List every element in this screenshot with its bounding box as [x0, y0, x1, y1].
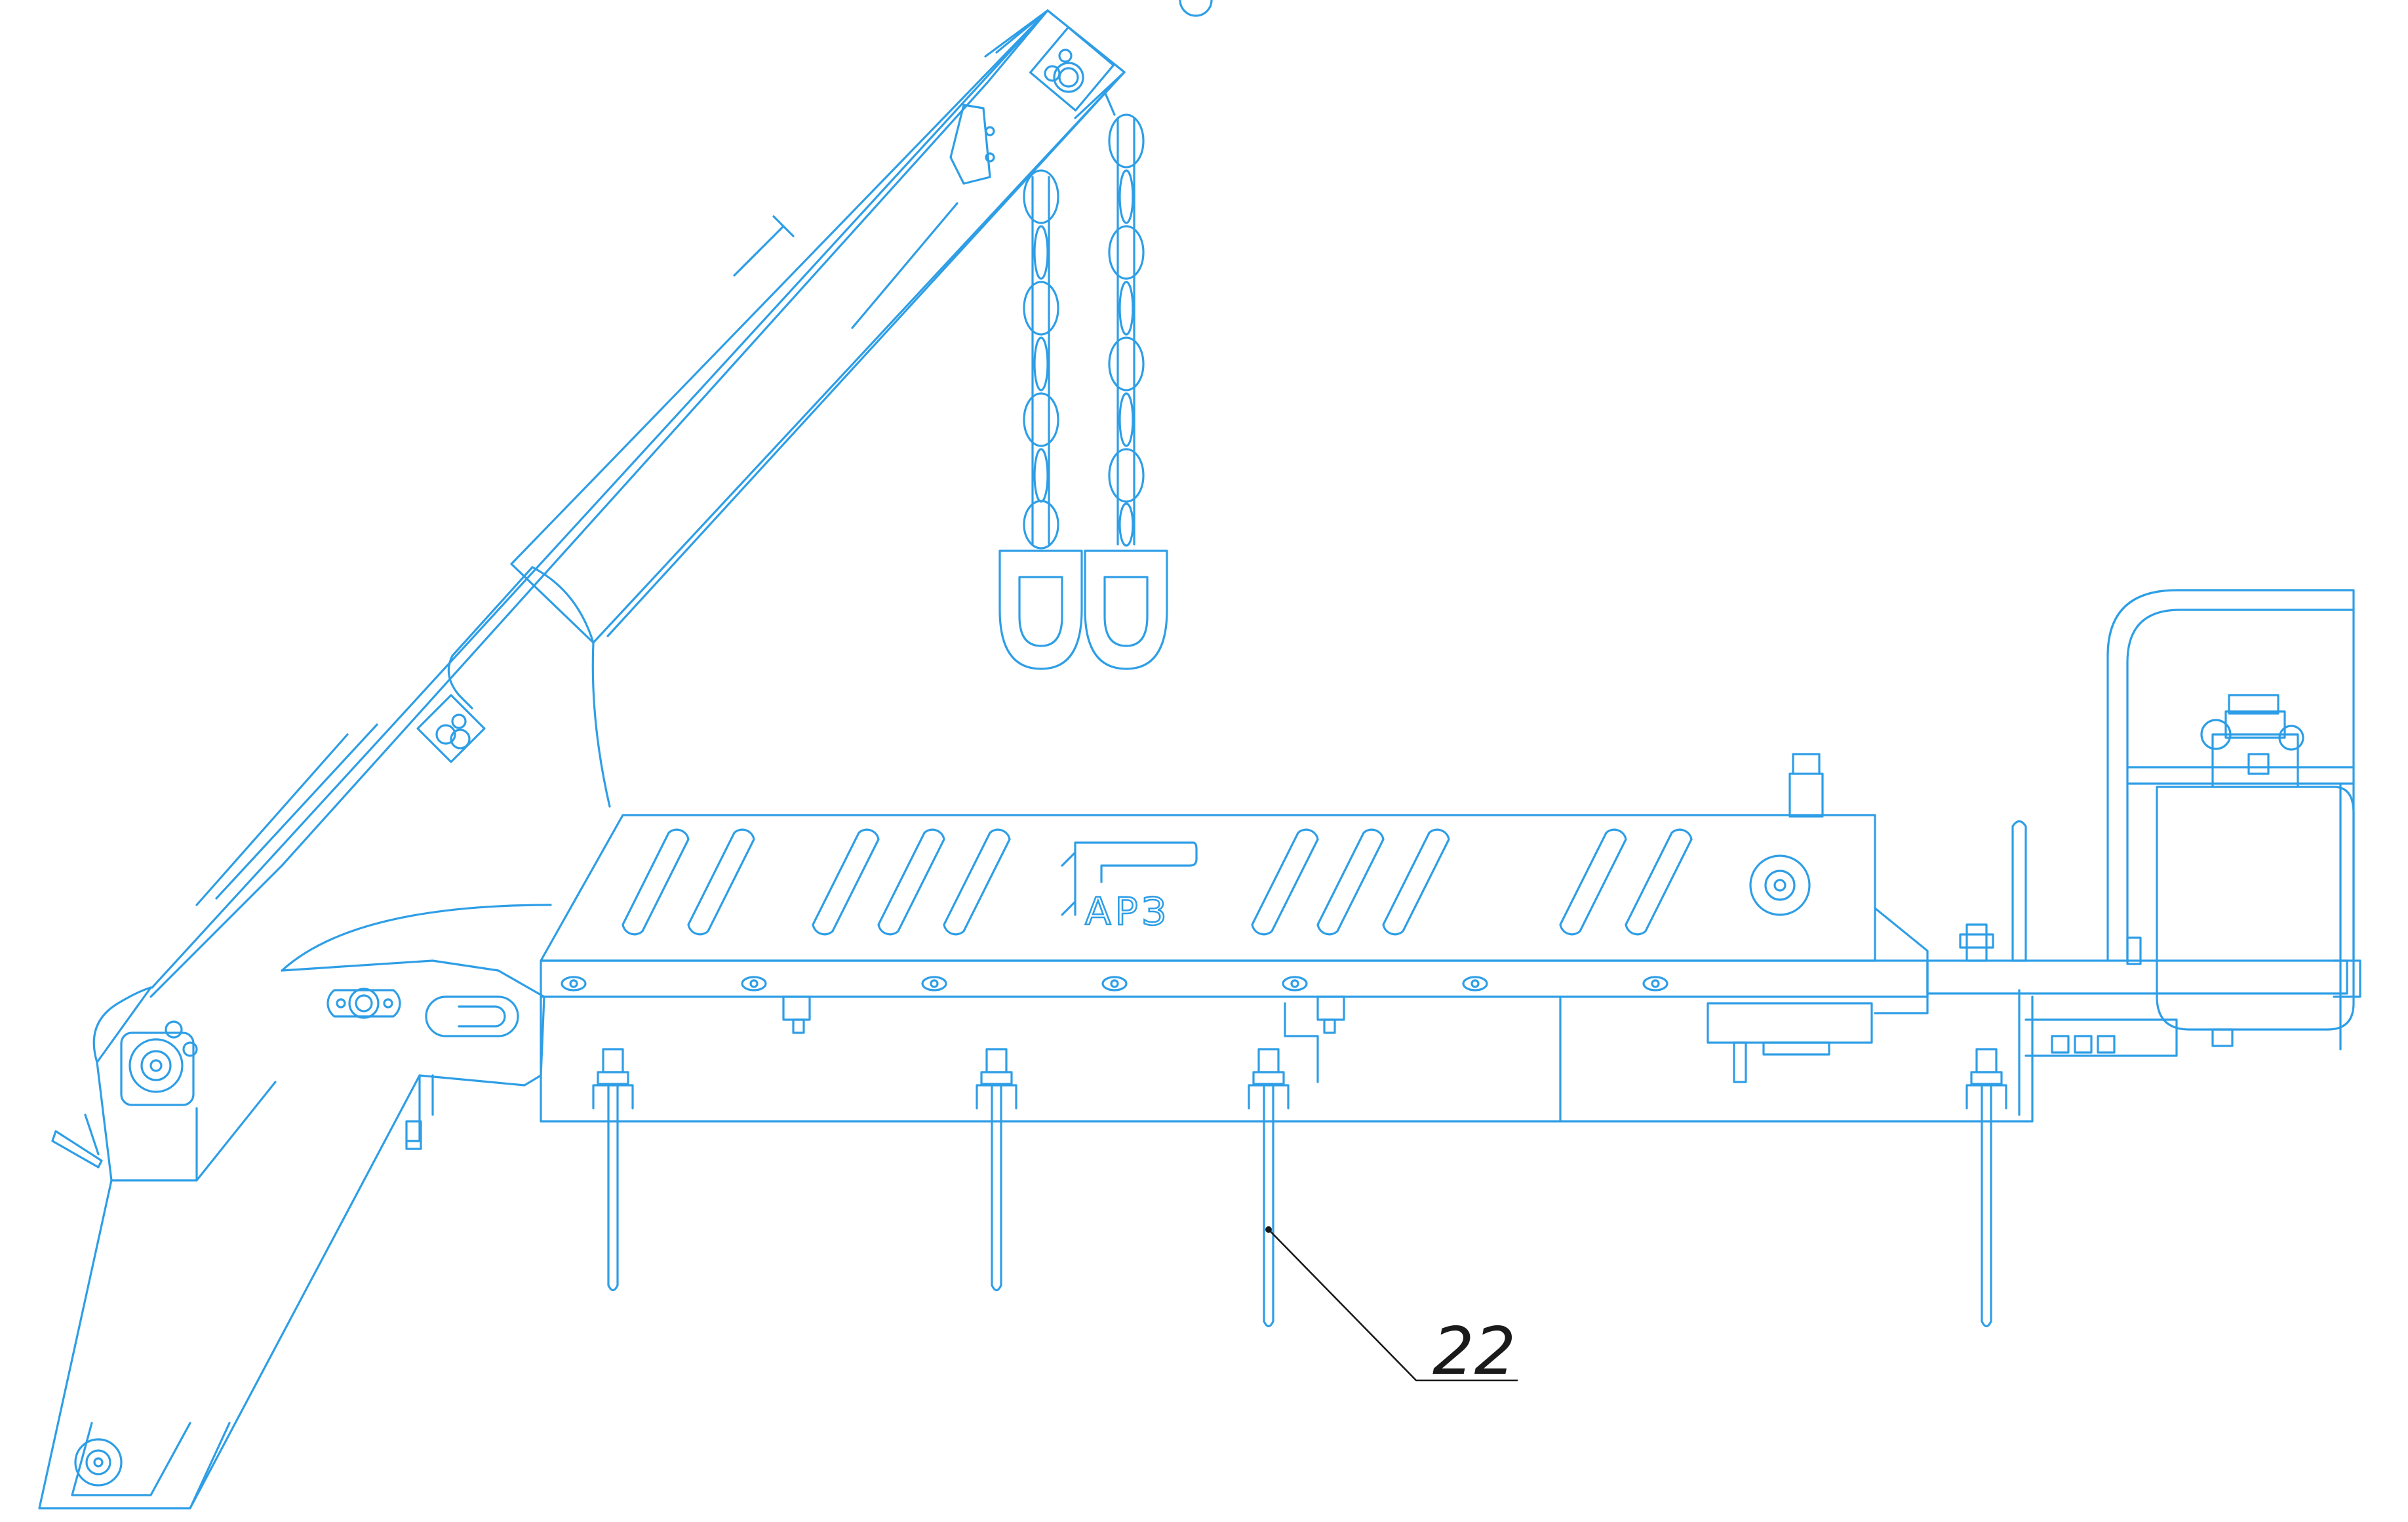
view-marker [1179, 0, 1213, 17]
lifting-chains [998, 113, 1168, 670]
callout-22-leader [1268, 1229, 1518, 1382]
anchor-bolt-1 [592, 1048, 634, 1292]
main-frame: АРЗ [540, 753, 2034, 1123]
anchor-bolt-2 [976, 1048, 1017, 1292]
support-leg [38, 904, 552, 1510]
frame-bolts [561, 976, 1668, 991]
callout-22-label: 22 [1432, 1313, 1516, 1390]
manufacturer-logo: АРЗ [1061, 841, 1198, 934]
chain-left [998, 169, 1083, 670]
chain-right [1084, 113, 1168, 670]
callout-22: 22 [1265, 1226, 1518, 1390]
frame-slots [622, 828, 1693, 936]
anchor-bolts [592, 1048, 2007, 1328]
anchor-bolt-4 [1965, 1048, 2007, 1328]
boom-arm [149, 9, 1126, 998]
logo-text: АРЗ [1085, 889, 1170, 934]
anchor-bolt-3 [1248, 1048, 1290, 1328]
hydraulic-unit [1926, 589, 2361, 1116]
